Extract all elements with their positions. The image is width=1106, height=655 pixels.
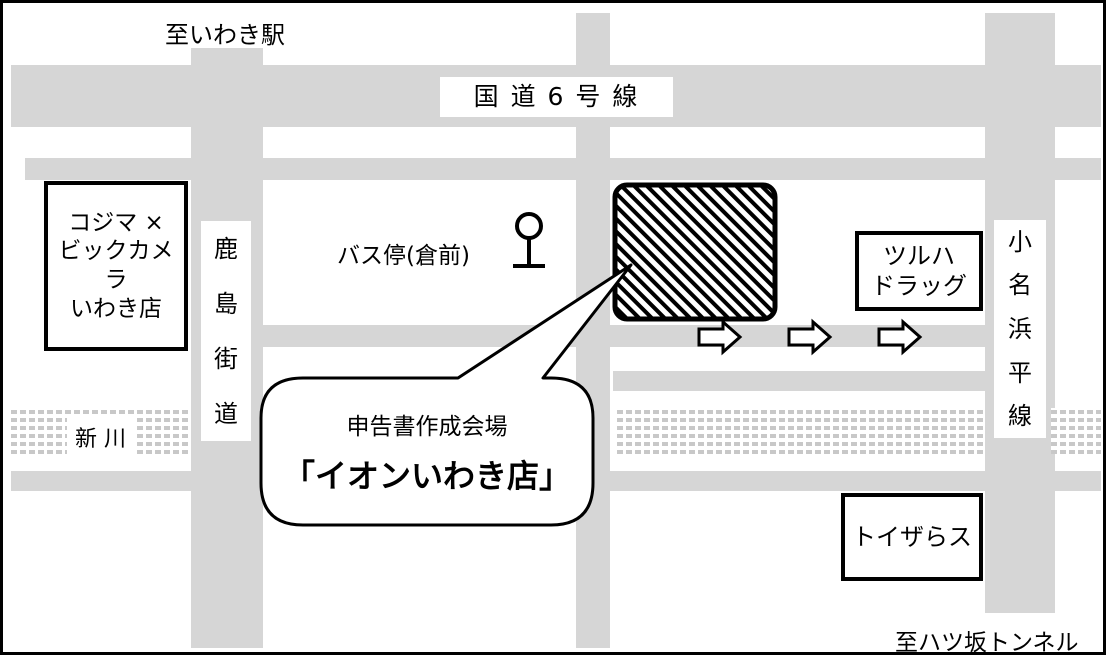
onahama-line-label: 小 名 浜 平 線 [994,220,1046,438]
kojima-line: ビックカメラ [58,238,174,293]
kojima-store-box: コジマ × ビックカメラ いわき店 [44,181,188,351]
onahama-char: 平 [1008,358,1032,387]
kojima-line: コジマ × [68,209,164,236]
tsuruha-store-box: ツルハ ドラッグ [855,231,983,311]
kojima-line: いわき店 [70,295,162,322]
onahama-char: 小 [1008,227,1032,256]
venue-building-marker [612,182,778,322]
river-label: 新 川 [67,417,134,457]
callout-venue: 「イオンいわき店」 [282,457,571,495]
upper-side-road [25,158,1101,180]
kashima-char: 道 [214,399,238,428]
tunnel-direction-label: 至ハツ坂トンネル [895,630,1079,655]
map-graphics [259,182,923,527]
route6-label: 国 道 6 号 線 [440,77,673,117]
onahama-char: 浜 [1008,314,1032,343]
right-arrow-icon [697,318,743,356]
kashima-street-label: 鹿 島 街 道 [201,221,251,441]
river-right [617,408,985,454]
kashima-char: 鹿 [214,234,238,263]
river-far-right [1051,408,1101,454]
callout-title: 申告書作成会場 [346,414,508,440]
right-arrow-icon [787,318,833,356]
onahama-char: 名 [1008,271,1032,300]
toysrus-store-box: トイザらス [841,493,983,581]
tsuruha-line: ドラッグ [871,272,967,300]
onahama-char: 線 [1008,402,1032,431]
right-arrow-icon [877,318,923,356]
station-direction-label: 至いわき駅 [165,21,285,49]
bus-stop-icon [513,212,545,268]
kashima-char: 街 [214,344,238,373]
bus-stop-label: バス停(倉前) [337,243,470,269]
kashima-char: 島 [214,289,238,318]
callout-bubble [259,263,633,527]
riverside-road [613,371,985,391]
tsuruha-line: ツルハ [883,242,955,270]
